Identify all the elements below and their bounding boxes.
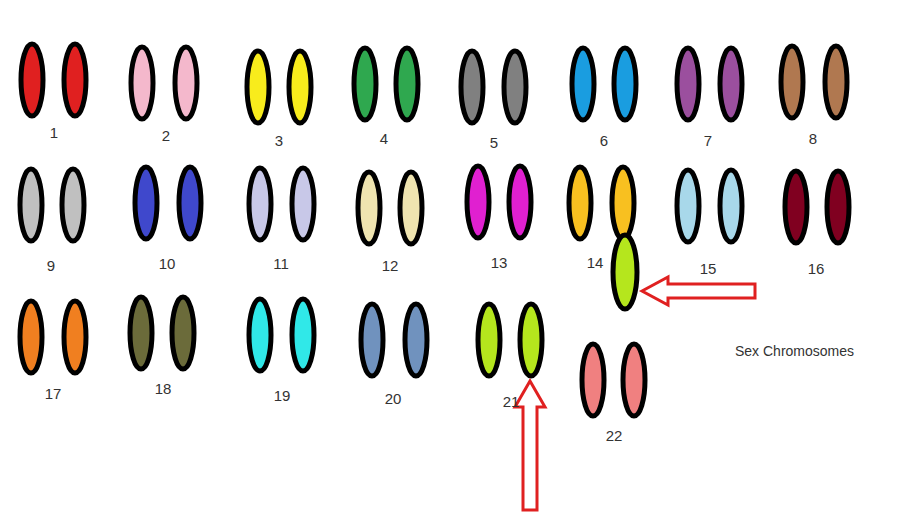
- chromosome-number: 1: [50, 125, 58, 140]
- chromosome-number: 8: [809, 131, 817, 146]
- chromosome-number: 13: [491, 255, 508, 270]
- chromosome-number: 19: [274, 388, 291, 403]
- group-label: Sex Chromosomes: [735, 344, 854, 358]
- chromosome-number: 21: [503, 394, 520, 409]
- chromosome-number: 12: [382, 258, 399, 273]
- chromosome-number: 17: [45, 386, 62, 401]
- chromosome-number: 10: [159, 256, 176, 271]
- chromosome-number: 6: [600, 133, 608, 148]
- chromosome-number: 7: [704, 133, 712, 148]
- chromosome-number: 22: [606, 428, 623, 443]
- chromosome-number: 3: [275, 133, 283, 148]
- pointer-arrow: [642, 277, 755, 305]
- chromosome-number: 15: [700, 261, 717, 276]
- chromosome-number: 11: [273, 256, 289, 271]
- chromosome-set: [20, 44, 849, 416]
- chromosome-number: 9: [47, 258, 55, 273]
- chromosome-number: 4: [380, 131, 388, 146]
- chromosome-number: 5: [490, 135, 498, 150]
- pointer-arrow: [515, 381, 545, 510]
- chromosome-number: 18: [155, 381, 172, 396]
- chromosome-number: 20: [385, 391, 402, 406]
- chromosome-number: 16: [808, 261, 825, 276]
- chromosome-number: 2: [162, 128, 170, 143]
- chromosome-number: 14: [587, 255, 604, 270]
